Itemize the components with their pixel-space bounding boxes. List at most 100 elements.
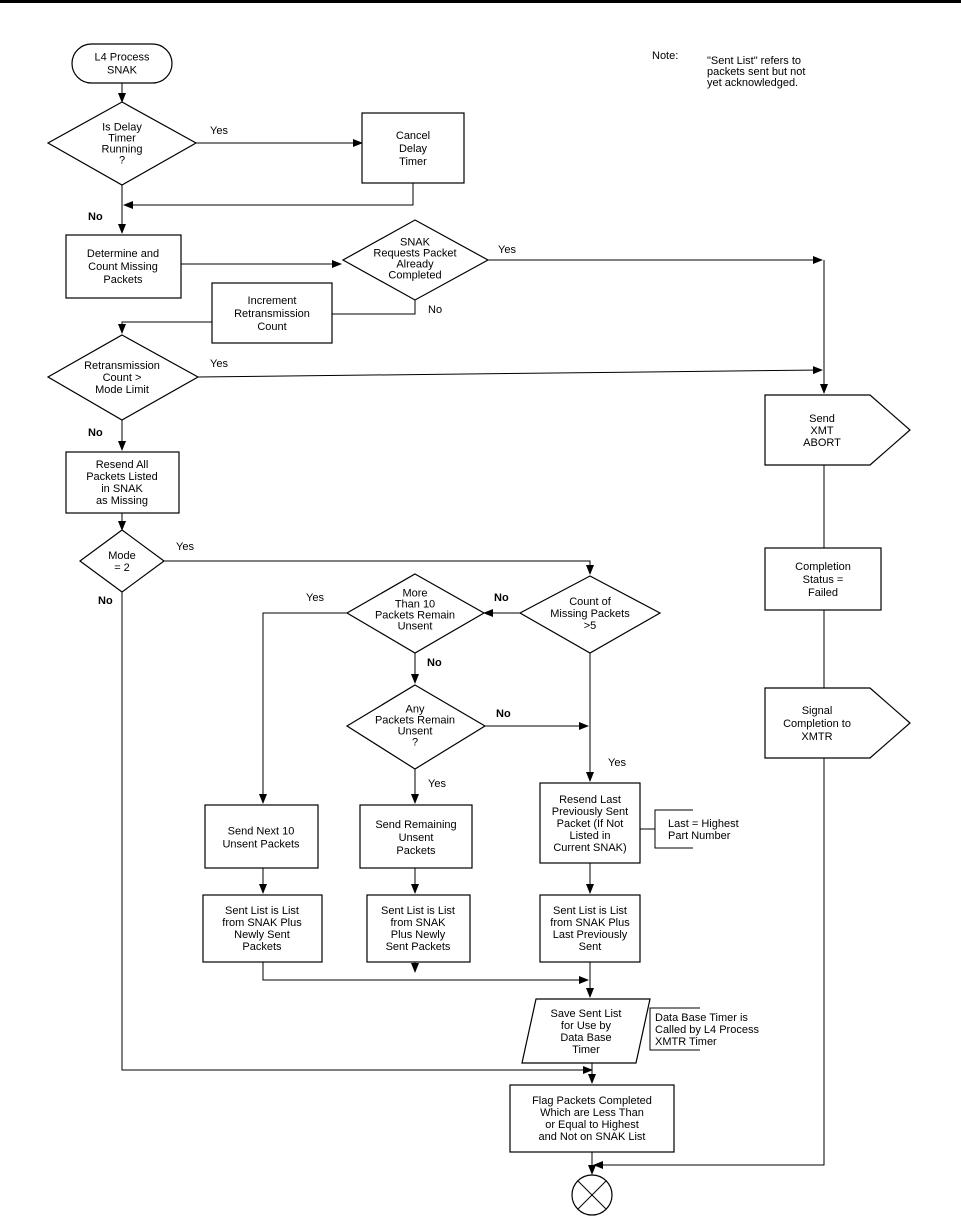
node-more10-decision [345,573,486,654]
edge-label-retrans-no: No [88,427,103,439]
node-mode-decision [78,529,166,593]
text-line: Previously Sent [552,806,628,818]
text-line: in SNAK [101,483,143,495]
node-send-next10-box [204,804,319,869]
text-line: Packets Remain [375,610,455,622]
end-connector-icon [571,1174,613,1216]
node-signal-offpage [764,687,911,759]
text-line: Timer [572,1044,600,1056]
text-line: ? [119,155,125,167]
text-line: "Sent List" refers to [707,55,801,67]
text-line: Count of [569,596,612,608]
text-line: Increment [248,295,297,307]
text-line: Send [809,413,835,425]
text-line: Send Remaining [375,819,456,831]
text-line: Sent List is List [225,905,299,917]
text-line: XMTR Timer [655,1036,717,1048]
node-count-decision [518,575,662,654]
text-line: Completion [795,561,851,573]
text-line: Current SNAK) [553,842,626,854]
text-line: Packets Remain [375,715,455,727]
text-line: Unsent [398,726,433,738]
edge-mode-no [121,592,593,1074]
text-line: Flag Packets Completed [532,1095,652,1107]
node-determine-box [65,234,182,299]
text-line: Completion to [783,718,851,730]
node-flag-box [509,1084,675,1153]
text-line: for Use by [561,1020,612,1032]
text-line: Count Missing [88,261,158,273]
edge-mode-yes [164,560,594,575]
node-snak-decision [341,219,490,301]
node-failed-box [764,547,882,611]
text-line: Resend Last [559,794,621,806]
text-line: Signal [802,705,833,717]
text-line: yet acknowledged. [707,77,798,89]
edge-label-more10-yes: Yes [306,592,324,604]
text-line: Resend All [96,459,149,471]
text-line: Which are Less Than [540,1107,644,1119]
node-resend-last-box [539,782,641,864]
text-line: Send Next 10 [228,826,295,838]
edge-label-delay-no: No [88,211,103,223]
edge-label-mode-no: No [98,595,113,607]
text-line: ? [412,737,418,749]
note-label: Note: [652,50,678,62]
text-line: Timer [399,156,427,168]
node-resend-all-box [65,451,180,514]
text-line: Unsent [399,832,434,844]
node-cancel-timer-box [361,112,465,184]
text-line: Any [406,704,425,716]
text-line: Packets [242,941,282,953]
edge-cancel-merge [123,183,414,209]
text-line: Timer [108,133,136,145]
text-line: Than 10 [395,599,435,611]
edge-label-mode-yes: Yes [176,541,194,553]
text-line: Part Number [668,830,731,842]
text-line: Unsent [398,621,433,633]
edge-label-retrans-yes: Yes [210,358,228,370]
text-line: Determine and [87,248,159,260]
text-line: or Equal to Highest [545,1119,639,1131]
text-line: SNAK [107,65,138,77]
text-line: Missing Packets [550,608,630,620]
text-line: Unsent Packets [222,839,300,851]
connectors [118,83,828,1175]
text-line: Is Delay [102,122,142,134]
text-line: Cancel [396,130,430,142]
text-line: Failed [808,587,838,599]
text-line: Data Base Timer is [655,1012,748,1024]
node-delay-decision [46,101,198,186]
node-sent-list-a-box [202,894,323,963]
text-line: Completed [388,270,441,282]
text-line: from SNAK [390,917,446,929]
text-line: Data Base [560,1032,611,1044]
text-line: Sent List is List [553,905,627,917]
text-line: XMTR [801,731,832,743]
node-save-parallelogram [521,998,651,1064]
shapes [46,43,911,1216]
text-line: SNAK [400,237,431,249]
node-start-terminator [71,43,173,84]
text-line: = 2 [114,562,130,574]
text-line: from SNAK Plus [222,917,302,929]
edge-signal-end [593,758,825,1169]
node-sent-list-b-box [366,894,471,963]
